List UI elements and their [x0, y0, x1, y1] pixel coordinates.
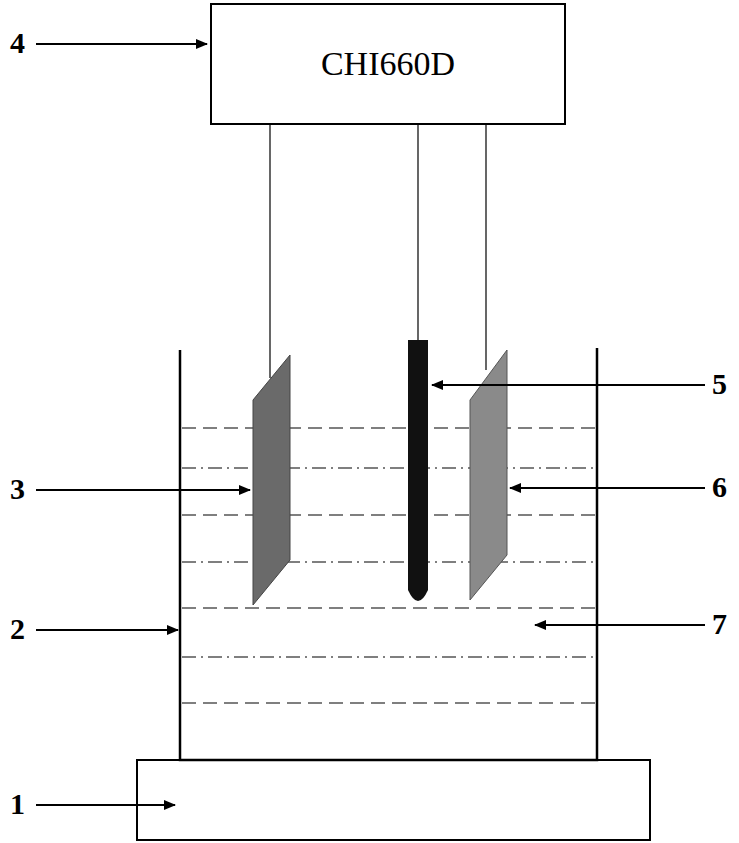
callout-number: 3: [10, 474, 25, 504]
leader-arrows: [36, 44, 705, 805]
callout-number: 1: [10, 789, 25, 819]
callout-number: 2: [10, 614, 25, 644]
electrolyte: [182, 428, 595, 703]
instrument-box: CHI660D: [210, 3, 566, 125]
beaker: [180, 348, 597, 760]
callout-number: 4: [10, 28, 25, 58]
reference-electrode: [408, 340, 428, 601]
wires: [270, 125, 486, 378]
working-electrode: [470, 350, 507, 600]
stirrer-base: [137, 760, 650, 840]
callout-number: 5: [712, 369, 727, 399]
instrument-label: CHI660D: [321, 45, 455, 83]
callout-number: 6: [712, 472, 727, 502]
counter-electrode: [253, 355, 290, 605]
callout-number: 7: [712, 609, 727, 639]
